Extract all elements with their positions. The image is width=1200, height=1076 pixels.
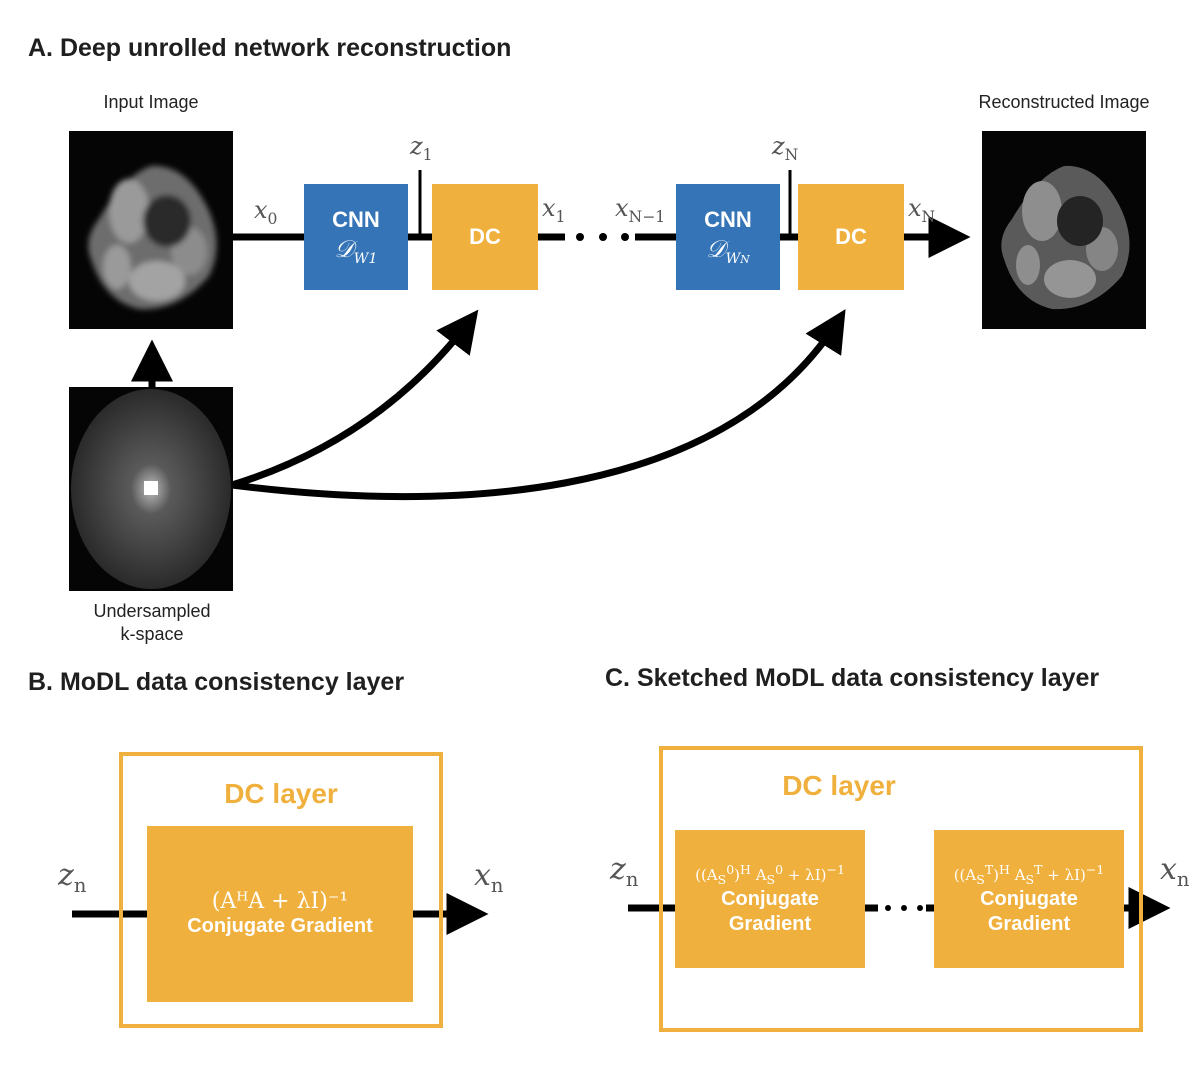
signal-xN: xN (908, 194, 936, 226)
b-dc-layer-label: DC layer (224, 778, 338, 809)
c-output-xn: xn (1160, 852, 1190, 891)
dc-block-label: DC (835, 224, 867, 249)
cnn-block-1[interactable]: CNN 𝒟W1 (304, 184, 408, 290)
signal-x0: x0 (254, 196, 278, 228)
b-dc-layer-frame (119, 752, 443, 1028)
cnn-block-label: CNN (704, 207, 752, 233)
b-output-xn: xn (474, 858, 504, 897)
c-ellipsis-dot (885, 905, 891, 911)
ellipsis-dot (576, 233, 584, 241)
reconstructed-image-label: Reconstructed Image (978, 92, 1150, 112)
kspace-label: Undersampled k-space (60, 600, 244, 645)
dc-block-1[interactable]: DC (432, 184, 538, 290)
dc-block-label: DC (469, 224, 501, 249)
sharp-mri-slice (1001, 165, 1130, 310)
c-input-zn: zn (610, 852, 639, 891)
b-input-zn: zn (58, 858, 87, 897)
kspace-label-line2: k-space (120, 623, 184, 644)
c-stage-0-formula: ((AS0)H AS0 + λI)−1 (695, 861, 845, 887)
signal-zN: zN (772, 132, 799, 164)
cnn-operator: 𝒟W1 (334, 235, 378, 267)
b-formula: (AᴴA + λI)⁻¹ (211, 889, 349, 914)
signal-z1: z1 (410, 132, 433, 164)
section-b-title: B. MoDL data consistency layer (28, 668, 405, 696)
ellipsis-dot (621, 233, 629, 241)
section-c-title: C. Sketched MoDL data consistency layer (605, 664, 1100, 692)
input-image-label: Input Image (103, 92, 199, 112)
signal-x1: x1 (542, 194, 566, 226)
edge-kspace-to-dc1 (230, 309, 479, 489)
input-image (69, 131, 233, 329)
reconstructed-image (982, 131, 1146, 329)
edge-kspace-to-dcN (231, 309, 846, 500)
c-ellipsis-dot (901, 905, 907, 911)
dc-block-N[interactable]: DC (798, 184, 904, 290)
cnn-block-N[interactable]: CNN 𝒟WN (676, 184, 780, 290)
b-method-label: Conjugate Gradient (187, 915, 373, 937)
kspace-label-line1: Undersampled (93, 601, 211, 621)
c-dc-layer-frame (659, 746, 1143, 1032)
ellipsis-dot (599, 233, 607, 241)
c-stage-T-formula: ((AST)H AST + λI)−1 (953, 861, 1105, 887)
kspace-sampling-pattern (71, 389, 231, 589)
b-conjugate-gradient-block[interactable]: (AᴴA + λI)⁻¹ Conjugate Gradient (147, 826, 413, 1002)
c-dc-layer-label: DC layer (782, 770, 896, 801)
c-ellipsis-dot (917, 905, 923, 911)
cnn-operator: 𝒟WN (706, 235, 750, 267)
signal-xN-minus-1: xN−1 (615, 194, 666, 226)
blurry-mri-slice (88, 165, 217, 310)
section-a-title: A. Deep unrolled network reconstruction (28, 34, 512, 62)
kspace-image (69, 387, 233, 591)
cnn-block-label: CNN (332, 207, 380, 233)
